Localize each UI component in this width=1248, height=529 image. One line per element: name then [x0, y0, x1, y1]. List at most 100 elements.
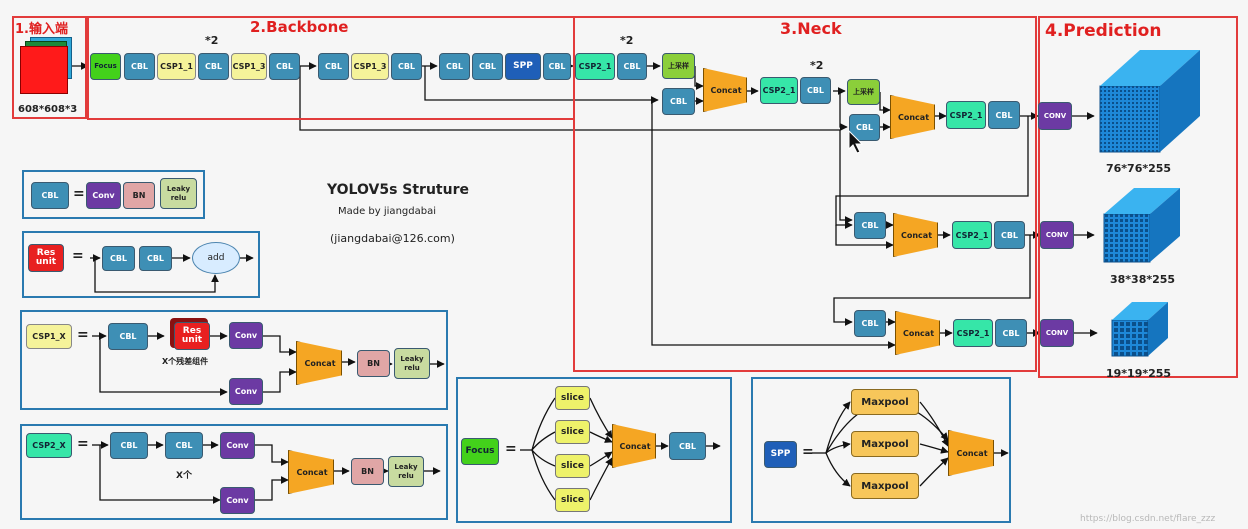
repeat-label-1: *2	[205, 34, 219, 47]
mouse-cursor-icon	[848, 130, 864, 154]
legend-spp-maxpool-1: Maxpool	[851, 389, 919, 415]
legend-csp1-res: Res unit	[174, 322, 210, 350]
legend-spp-maxpool-2: Maxpool	[851, 431, 919, 457]
legend-csp2-cbl-1: CBL	[110, 432, 148, 459]
neck-section-title: 3.Neck	[780, 19, 842, 38]
legend-csp2-frame	[20, 424, 448, 520]
input-section-title: 1.输入端	[15, 22, 68, 37]
neck-cbl-7: CBL	[994, 221, 1025, 249]
neck-cbl-2: CBL	[662, 88, 695, 115]
watermark: https://blog.csdn.net/flare_zzz	[1080, 514, 1216, 524]
neck-cbl-6: CBL	[854, 212, 886, 239]
legend-res-cbl-1: CBL	[102, 246, 135, 271]
backbone-cbl-4: CBL	[318, 53, 349, 80]
legend-csp1-conv-1: Conv	[229, 322, 263, 349]
neck-cbl-8: CBL	[854, 310, 886, 337]
legend-csp1-leaky: Leaky relu	[394, 348, 430, 379]
output-tensor-19-icon	[1111, 302, 1168, 357]
input-image-icon	[20, 46, 68, 94]
prediction-conv-1: CONV	[1038, 102, 1072, 130]
neck-cbl-3: CBL	[800, 77, 831, 104]
backbone-csp1-3-b: CSP1_3	[351, 53, 389, 80]
legend-focus-equals: =	[505, 441, 517, 457]
legend-csp1-equals: =	[77, 327, 89, 343]
prediction-conv-3: CONV	[1040, 319, 1074, 347]
legend-spp-frame	[751, 377, 1011, 523]
backbone-cbl-2: CBL	[198, 53, 229, 80]
legend-csp1-conv-2: Conv	[229, 378, 263, 405]
prediction-conv-2: CONV	[1040, 221, 1074, 249]
legend-csp1-frame	[20, 310, 448, 410]
legend-csp2-note: X个	[176, 471, 192, 481]
input-size-label: 608*608*3	[18, 104, 78, 115]
input-section-frame	[12, 16, 87, 119]
backbone-csp1-1: CSP1_1	[157, 53, 196, 80]
backbone-focus: Focus	[90, 53, 121, 80]
legend-focus-slice-2: slice	[555, 420, 590, 444]
backbone-spp: SPP	[505, 53, 541, 80]
neck-csp2-1-e: CSP2_1	[953, 319, 993, 347]
neck-cbl-9: CBL	[995, 319, 1027, 347]
repeat-label-3: *2	[810, 59, 824, 72]
legend-focus-slice-3: slice	[555, 454, 590, 478]
legend-res-lhs: Res unit	[28, 244, 64, 272]
legend-spp-equals: =	[802, 444, 814, 460]
legend-focus-slice-1: slice	[555, 386, 590, 410]
backbone-csp1-3-a: CSP1_3	[231, 53, 267, 80]
legend-spp-lhs: SPP	[764, 441, 797, 468]
neck-csp2-1-b: CSP2_1	[760, 77, 798, 104]
repeat-label-2: *2	[620, 34, 634, 47]
backbone-cbl-6: CBL	[439, 53, 470, 80]
output-size-76: 76*76*255	[1106, 162, 1172, 175]
neck-csp2-1-d: CSP2_1	[952, 221, 992, 249]
legend-cbl-leaky: Leaky relu	[160, 178, 197, 209]
legend-focus-lhs: Focus	[461, 438, 499, 465]
backbone-section-title: 2.Backbone	[250, 18, 349, 36]
legend-csp2-equals: =	[77, 436, 89, 452]
legend-cbl-bn: BN	[123, 182, 155, 209]
neck-section-frame	[573, 16, 1037, 372]
diagram-author: Made by jiangdabai	[338, 206, 436, 217]
legend-cbl-lhs: CBL	[31, 182, 69, 209]
backbone-cbl-1: CBL	[124, 53, 155, 80]
legend-res-frame	[22, 231, 260, 298]
legend-csp2-conv-2: Conv	[220, 487, 255, 514]
output-size-19: 19*19*255	[1106, 367, 1172, 380]
neck-csp2-1-a: CSP2_1	[575, 53, 615, 80]
legend-csp2-conv-1: Conv	[220, 432, 255, 459]
legend-csp2-cbl-2: CBL	[165, 432, 203, 459]
legend-focus-frame	[456, 377, 732, 523]
legend-csp1-lhs: CSP1_X	[26, 324, 72, 349]
legend-csp2-bn: BN	[351, 458, 384, 485]
legend-res-cbl-2: CBL	[139, 246, 172, 271]
legend-csp1-cbl: CBL	[108, 323, 148, 350]
legend-csp2-leaky: Leaky relu	[388, 456, 424, 487]
neck-upsample-1: 上采样	[662, 53, 695, 79]
legend-csp2-lhs: CSP2_X	[26, 433, 72, 458]
neck-cbl-1: CBL	[617, 53, 647, 80]
legend-focus-cbl: CBL	[669, 432, 706, 460]
neck-cbl-5: CBL	[988, 101, 1020, 129]
backbone-cbl-7: CBL	[472, 53, 503, 80]
prediction-section-title: 4.Prediction	[1045, 21, 1162, 41]
backbone-cbl-5: CBL	[391, 53, 422, 80]
legend-res-add: add	[192, 242, 240, 274]
prediction-section-frame	[1038, 16, 1238, 378]
legend-csp1-bn: BN	[357, 350, 390, 377]
output-size-38: 38*38*255	[1110, 273, 1176, 286]
legend-spp-maxpool-3: Maxpool	[851, 473, 919, 499]
output-tensor-76-icon	[1099, 50, 1200, 153]
legend-csp1-note: X个残差组件	[162, 357, 209, 366]
legend-focus-slice-4: slice	[555, 488, 590, 512]
legend-cbl-conv: Conv	[86, 182, 121, 209]
legend-res-equals: =	[72, 248, 84, 264]
neck-upsample-2: 上采样	[847, 79, 880, 105]
diagram-email: (jiangdabai@126.com)	[330, 232, 455, 245]
neck-csp2-1-c: CSP2_1	[946, 101, 986, 129]
legend-cbl-equals: =	[73, 186, 85, 202]
backbone-cbl-3: CBL	[269, 53, 300, 80]
legend-cbl-frame	[22, 170, 205, 219]
output-tensor-38-icon	[1103, 188, 1180, 263]
